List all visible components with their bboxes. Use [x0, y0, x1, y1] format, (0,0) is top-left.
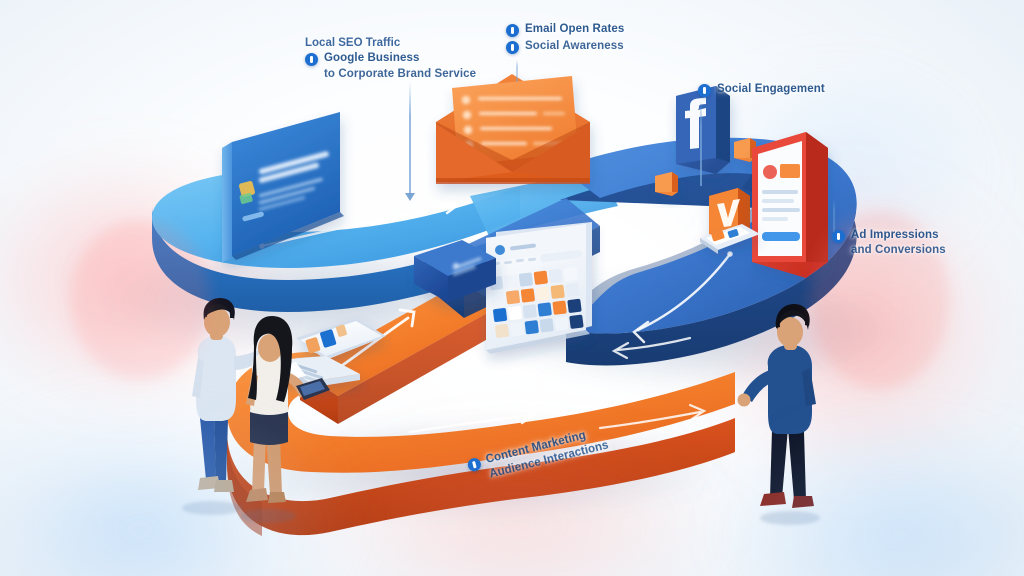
callout-marker-icon — [506, 24, 519, 37]
callout-marker-icon — [506, 41, 519, 54]
callout-local-seo-head: Local SEO Traffic — [305, 37, 401, 49]
calendar-grid — [489, 267, 584, 338]
callout-marker-icon — [698, 84, 711, 97]
callout-ads-line-1: Ad Impressions — [851, 229, 939, 241]
person-man-right — [737, 304, 820, 525]
callout-marker-icon — [305, 53, 318, 67]
email-envelope[interactable] — [436, 74, 590, 184]
person-woman-center — [240, 316, 330, 523]
callout-local-seo-line-1: Google Business — [324, 52, 420, 65]
callout-local-seo[interactable]: Local SEO Traffic Google Business to Cor… — [305, 36, 476, 81]
callout-marker-icon — [832, 230, 845, 243]
callout-ads-line-2: and Conversions — [851, 244, 946, 257]
callout-local-seo-line-2: to Corporate Brand Service — [324, 67, 477, 80]
data-block[interactable] — [414, 240, 496, 302]
floating-chip-left — [655, 172, 678, 196]
callout-email-line-2: Social Awareness — [525, 40, 624, 52]
callout-social-line-1: Social Engagement — [717, 83, 825, 95]
person-man-left — [182, 298, 276, 515]
mini-tablet[interactable] — [700, 224, 760, 254]
social-feed-phone[interactable] — [752, 132, 828, 278]
arrow-orange-lower — [408, 407, 537, 434]
callout-marker-icon — [466, 456, 483, 473]
callout-social-engagement[interactable]: Social Engagement — [698, 82, 825, 97]
facebook-tile[interactable] — [676, 86, 730, 174]
arrow-blue-return-lower — [611, 336, 692, 360]
arrow-blue-return — [632, 251, 733, 344]
banner-card[interactable] — [222, 112, 344, 262]
callout-ad-impressions[interactable]: Ad Impressions and Conversions — [832, 228, 946, 258]
callout-email[interactable]: Email Open Rates Social Awareness — [506, 22, 624, 54]
arrow-orange-right — [598, 403, 707, 430]
callout-email-line-1: Email Open Rates — [525, 23, 625, 35]
analytics-dashboard[interactable] — [486, 222, 592, 354]
